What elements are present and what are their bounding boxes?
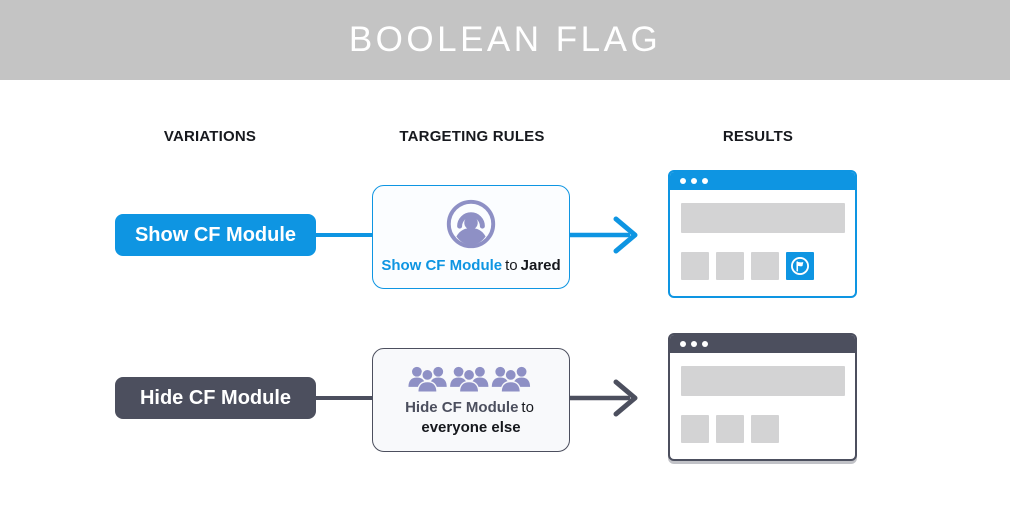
connector-line-row2: [310, 396, 374, 400]
arrow-right-icon: [568, 379, 638, 417]
cf-module-tile: [786, 252, 814, 280]
browser-body: [670, 190, 855, 280]
window-dot-icon: [702, 341, 708, 347]
rule-audience: everyone else: [421, 418, 521, 436]
crowd-icon: [408, 366, 531, 393]
content-placeholder-tile: [716, 415, 744, 443]
variation-hide-cf-module: Hide CF Module: [115, 377, 316, 419]
window-dot-icon: [680, 178, 686, 184]
variation-show-cf-module: Show CF Module: [115, 214, 316, 256]
browser-title-bar: [670, 172, 855, 190]
content-tiles-row: [681, 252, 845, 280]
flag-icon: [791, 257, 809, 275]
window-dot-icon: [680, 341, 686, 347]
window-dot-icon: [691, 178, 697, 184]
arrow-right-icon: [568, 216, 638, 254]
rule-action: Show CF Module: [381, 257, 503, 275]
content-placeholder-tile: [681, 252, 709, 280]
rule-action: Hide CF Module: [405, 399, 519, 416]
result-browser-hide: [668, 333, 857, 461]
result-browser-show: [668, 170, 857, 298]
rule-audience: Jared: [520, 257, 561, 275]
content-placeholder-tile: [716, 252, 744, 280]
window-dot-icon: [702, 178, 708, 184]
rule-connector: to: [505, 257, 518, 275]
user-circle-icon: [446, 200, 496, 249]
content-placeholder-tile: [681, 415, 709, 443]
rule-connector: to: [521, 399, 534, 416]
content-placeholder-banner: [681, 366, 845, 396]
column-label-results: RESULTS: [722, 128, 794, 145]
content-placeholder-banner: [681, 203, 845, 233]
browser-title-bar: [670, 335, 855, 353]
header-bar: BOOLEAN FLAG: [0, 0, 1010, 80]
content-tiles-row: [681, 415, 845, 443]
column-label-variations: VARIATIONS: [163, 128, 257, 145]
content-placeholder-tile: [751, 415, 779, 443]
variation-label: Show CF Module: [134, 223, 297, 246]
browser-body: [670, 353, 855, 443]
content-placeholder-tile: [751, 252, 779, 280]
connector-line-row1: [310, 233, 374, 237]
page-title: BOOLEAN FLAG: [348, 20, 662, 59]
column-label-targeting-rules: TARGETING RULES: [399, 128, 545, 145]
window-dot-icon: [691, 341, 697, 347]
variation-label: Hide CF Module: [139, 386, 292, 409]
